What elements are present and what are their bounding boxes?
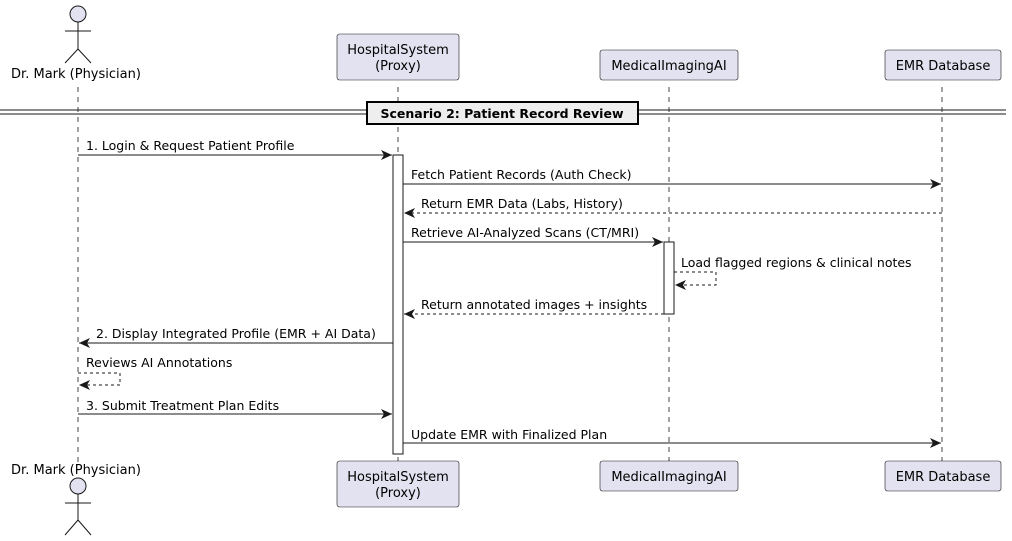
participants-top: Dr. Mark (Physician) HospitalSystem (Pro… xyxy=(11,5,1002,82)
message-2: Fetch Patient Records (Auth Check) xyxy=(403,167,941,189)
participant-emr-database-top: EMR Database xyxy=(884,49,1002,81)
actor-name: Dr. Mark (Physician) xyxy=(11,67,141,82)
message-arrow xyxy=(674,271,717,290)
message-3: Return EMR Data (Labs, History) xyxy=(404,196,942,218)
activation-bar-hosp xyxy=(392,154,404,455)
message-arrow xyxy=(78,372,121,390)
actor-figure-icon xyxy=(64,5,92,64)
actor-name: Dr. Mark (Physician) xyxy=(11,463,141,478)
message-10: Update EMR with Finalized Plan xyxy=(403,427,941,448)
participant-name-line-1: HospitalSystem xyxy=(347,470,449,485)
section-divider: Scenario 2: Patient Record Review xyxy=(0,101,1006,125)
message-8-self: Reviews AI Annotations xyxy=(78,355,232,390)
section-label-box xyxy=(366,101,639,125)
message-label: 2. Display Integrated Profile (EMR + AI … xyxy=(96,326,376,341)
participant-name: EMR Database xyxy=(896,470,991,485)
message-label: Fetch Patient Records (Auth Check) xyxy=(411,167,632,182)
activation-bar-ai xyxy=(663,241,675,315)
message-label: Return EMR Data (Labs, History) xyxy=(421,196,623,211)
message-7: 2. Display Integrated Profile (EMR + AI … xyxy=(79,326,393,348)
message-label: Return annotated images + insights xyxy=(421,297,647,312)
message-4: Retrieve AI-Analyzed Scans (CT/MRI) xyxy=(403,225,663,247)
message-label: Load flagged regions & clinical notes xyxy=(681,255,912,270)
message-1: 1. Login & Request Patient Profile xyxy=(78,138,392,160)
section-label: Scenario 2: Patient Record Review xyxy=(380,106,623,121)
participant-medical-imaging-ai-top: MedicalImagingAI xyxy=(599,49,739,81)
message-6: Return annotated images + insights xyxy=(404,297,664,319)
actor-figure-icon xyxy=(64,477,92,536)
participant-name: MedicalImagingAI xyxy=(611,59,726,74)
participant-name: EMR Database xyxy=(896,59,991,74)
messages: 1. Login & Request Patient Profile Fetch… xyxy=(78,138,942,448)
participant-name-line-1: HospitalSystem xyxy=(347,43,449,58)
message-label: Update EMR with Finalized Plan xyxy=(411,427,607,442)
message-label: Reviews AI Annotations xyxy=(86,355,232,370)
participant-hospital-system-bottom: HospitalSystem (Proxy) xyxy=(336,460,460,508)
participant-hospital-system-top: HospitalSystem (Proxy) xyxy=(336,33,460,81)
message-label: 3. Submit Treatment Plan Edits xyxy=(86,398,279,413)
participant-medical-imaging-ai-bottom: MedicalImagingAI xyxy=(599,460,739,492)
participant-name-line-2: (Proxy) xyxy=(375,59,421,74)
message-5-self: Load flagged regions & clinical notes xyxy=(674,255,912,290)
participant-name: MedicalImagingAI xyxy=(611,470,726,485)
participant-name-line-2: (Proxy) xyxy=(375,486,421,501)
actor-dr-mark-top: Dr. Mark (Physician) xyxy=(11,5,141,82)
actor-dr-mark-bottom: Dr. Mark (Physician) xyxy=(11,463,141,536)
message-9: 3. Submit Treatment Plan Edits xyxy=(78,398,392,419)
participant-emr-database-bottom: EMR Database xyxy=(884,460,1002,492)
message-label: Retrieve AI-Analyzed Scans (CT/MRI) xyxy=(411,225,639,240)
participants-bottom: Dr. Mark (Physician) HospitalSystem (Pro… xyxy=(11,460,1002,536)
message-label: 1. Login & Request Patient Profile xyxy=(86,138,295,153)
activation-bars xyxy=(392,154,675,455)
